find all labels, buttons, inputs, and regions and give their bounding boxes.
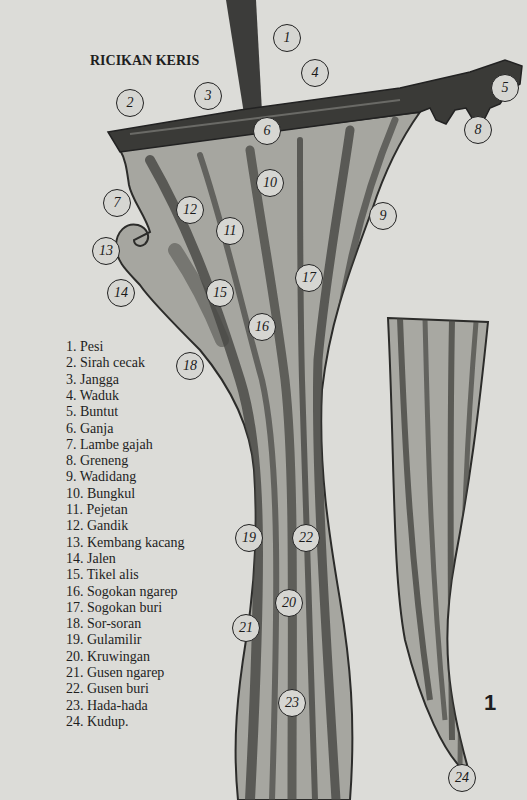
callout-number: 6 <box>264 124 271 138</box>
callout-circle: 8 <box>464 116 492 144</box>
callout-circle: 18 <box>176 352 204 380</box>
part-name: 14. Jalen <box>66 551 116 567</box>
callout-circle: 21 <box>232 614 260 642</box>
callout-number: 19 <box>242 531 256 545</box>
callout-circle: 22 <box>292 524 320 552</box>
part-name: 19. Gulamilir <box>66 632 141 648</box>
part-name: 18. Sor-soran <box>66 616 141 632</box>
callout-circle: 5 <box>491 74 519 102</box>
callout-circle: 15 <box>206 279 234 307</box>
blade-detail <box>388 318 488 775</box>
callout-circle: 17 <box>295 264 323 292</box>
callout-circle: 1 <box>273 24 301 52</box>
callout-circle: 3 <box>194 82 222 110</box>
callout-number: 24 <box>455 771 469 785</box>
callout-number: 22 <box>299 531 313 545</box>
callout-number: 16 <box>255 320 269 334</box>
callout-number: 9 <box>380 209 387 223</box>
part-name: 22. Gusen buri <box>66 681 149 697</box>
blade-body <box>116 112 420 800</box>
part-name: 8. Greneng <box>66 453 128 469</box>
callout-circle: 16 <box>248 313 276 341</box>
callout-number: 2 <box>127 96 134 110</box>
callout-circle: 14 <box>107 279 135 307</box>
figure-number: 1 <box>484 690 496 716</box>
callout-circle: 13 <box>92 237 120 265</box>
callout-circle: 2 <box>116 89 144 117</box>
callout-number: 7 <box>114 196 121 210</box>
callout-circle: 19 <box>235 524 263 552</box>
callout-circle: 11 <box>216 217 244 245</box>
part-name: 16. Sogokan ngarep <box>66 584 178 600</box>
callout-number: 23 <box>285 696 299 710</box>
part-name: 17. Sogokan buri <box>66 600 162 616</box>
part-name: 7. Lambe gajah <box>66 437 153 453</box>
callout-number: 10 <box>263 176 277 190</box>
callout-number: 21 <box>239 621 253 635</box>
callout-circle: 9 <box>369 202 397 230</box>
part-name: 1. Pesi <box>66 339 103 355</box>
callout-number: 13 <box>99 244 113 258</box>
callout-circle: 4 <box>301 59 329 87</box>
callout-number: 1 <box>284 31 291 45</box>
ganja-band <box>108 60 522 152</box>
callout-number: 15 <box>213 286 227 300</box>
callout-circle: 12 <box>176 196 204 224</box>
pamor-stripes <box>150 120 395 800</box>
callout-circle: 10 <box>256 169 284 197</box>
callout-number: 11 <box>224 224 237 238</box>
part-name: 12. Gandik <box>66 518 128 534</box>
part-name: 9. Wadidang <box>66 469 136 485</box>
pesi-tang <box>226 0 262 114</box>
callout-circle: 24 <box>448 764 476 792</box>
callout-circle: 23 <box>278 689 306 717</box>
part-name: 6. Ganja <box>66 421 113 437</box>
callout-number: 5 <box>502 81 509 95</box>
callout-number: 8 <box>475 123 482 137</box>
part-name: 4. Waduk <box>66 388 119 404</box>
part-name: 2. Sirah cecak <box>66 355 145 371</box>
callout-number: 14 <box>114 286 128 300</box>
part-name: 23. Hada-hada <box>66 698 148 714</box>
callout-number: 3 <box>205 89 212 103</box>
callout-number: 4 <box>312 66 319 80</box>
callout-number: 17 <box>302 271 316 285</box>
callout-number: 18 <box>183 359 197 373</box>
part-name: 20. Kruwingan <box>66 649 150 665</box>
part-name: 24. Kudup. <box>66 714 129 730</box>
callout-number: 12 <box>183 203 197 217</box>
diagram-title: RICIKAN KERIS <box>90 53 199 69</box>
part-name: 5. Buntut <box>66 404 118 420</box>
detail-stripes <box>400 318 476 770</box>
callout-circle: 6 <box>253 117 281 145</box>
part-name: 11. Pejetan <box>66 502 128 518</box>
callout-number: 20 <box>282 596 296 610</box>
part-name: 21. Gusen ngarep <box>66 665 164 681</box>
part-name: 15. Tikel alis <box>66 567 139 583</box>
callout-circle: 20 <box>275 589 303 617</box>
part-name: 13. Kembang kacang <box>66 535 185 551</box>
part-name: 10. Bungkul <box>66 486 135 502</box>
callout-circle: 7 <box>103 189 131 217</box>
part-name: 3. Jangga <box>66 372 119 388</box>
